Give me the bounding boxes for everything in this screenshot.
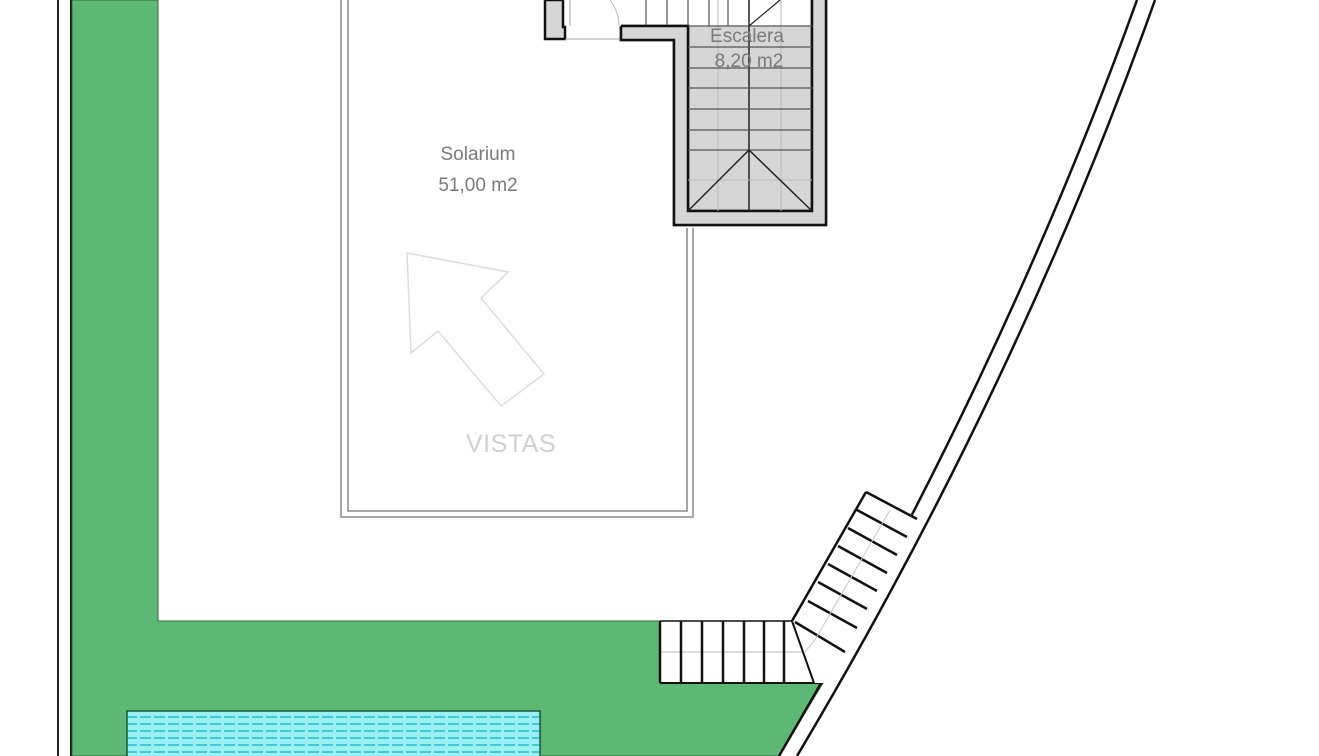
door-wall [543, 0, 621, 41]
escalera-area: 8,20 m2 [715, 51, 784, 72]
arrow-up-left-icon [406, 252, 546, 408]
exterior-staircase [658, 490, 918, 684]
interior-staircase [645, 0, 813, 212]
stair-room-walls [619, 0, 828, 227]
solarium-area: 51,00 m2 [438, 175, 517, 196]
solarium-name: Solarium [441, 144, 516, 165]
vistas-label: VISTAS [466, 430, 556, 458]
swimming-pool [126, 710, 541, 756]
left-boundary-wall [57, 0, 72, 756]
escalera-name: Escalera [710, 26, 784, 47]
solarium-outline [340, 0, 694, 518]
door-swing-arc [609, 0, 620, 27]
